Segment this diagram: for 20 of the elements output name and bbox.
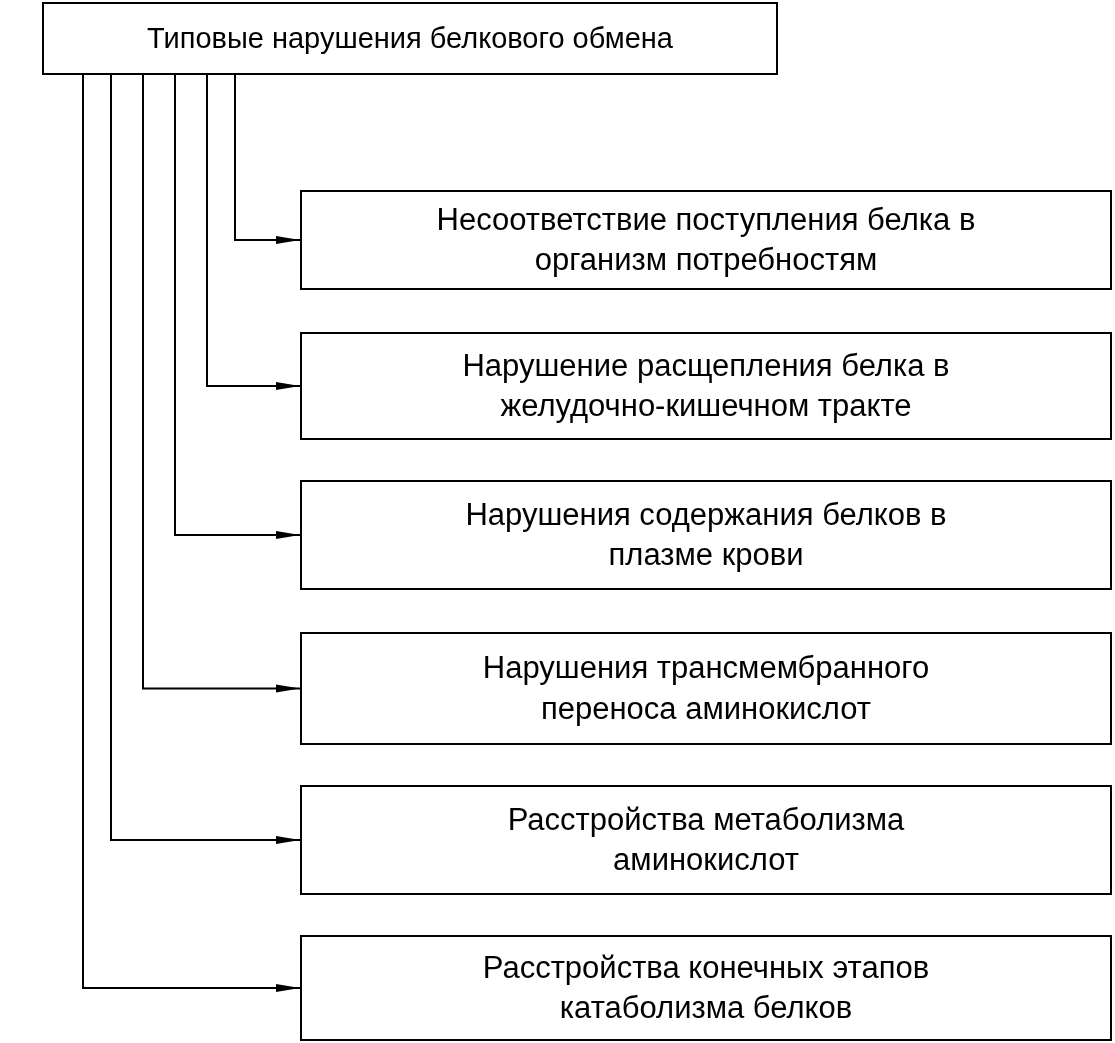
- arrow: [206, 74, 301, 390]
- category-box: [300, 632, 1112, 745]
- arrow: [110, 74, 301, 844]
- box-text: Расстройства метаболизма аминокислот: [506, 800, 906, 879]
- arrow: [82, 74, 301, 992]
- arrow: [234, 74, 301, 244]
- arrow: [142, 74, 301, 693]
- box-text: Нарушения содержания белков в плазме крови: [464, 495, 948, 574]
- category-box: [300, 935, 1112, 1041]
- category-box: [300, 480, 1112, 590]
- box-text: Типовые нарушения белкового обмена: [147, 21, 673, 57]
- arrow: [174, 74, 301, 539]
- title-box: [42, 2, 778, 75]
- category-box: [300, 785, 1112, 895]
- box-text: Несоответствие поступления белка в организм потребностям: [435, 200, 977, 279]
- box-text: Расстройства конечных этапов катаболизма белков: [481, 948, 931, 1027]
- box-text: Нарушения трансмембранного переноса аминокислот: [481, 649, 931, 728]
- category-box: [300, 332, 1112, 440]
- category-box: [300, 190, 1112, 290]
- box-text: Нарушение расщепления белка в желудочно-кишечном тракте: [461, 346, 951, 425]
